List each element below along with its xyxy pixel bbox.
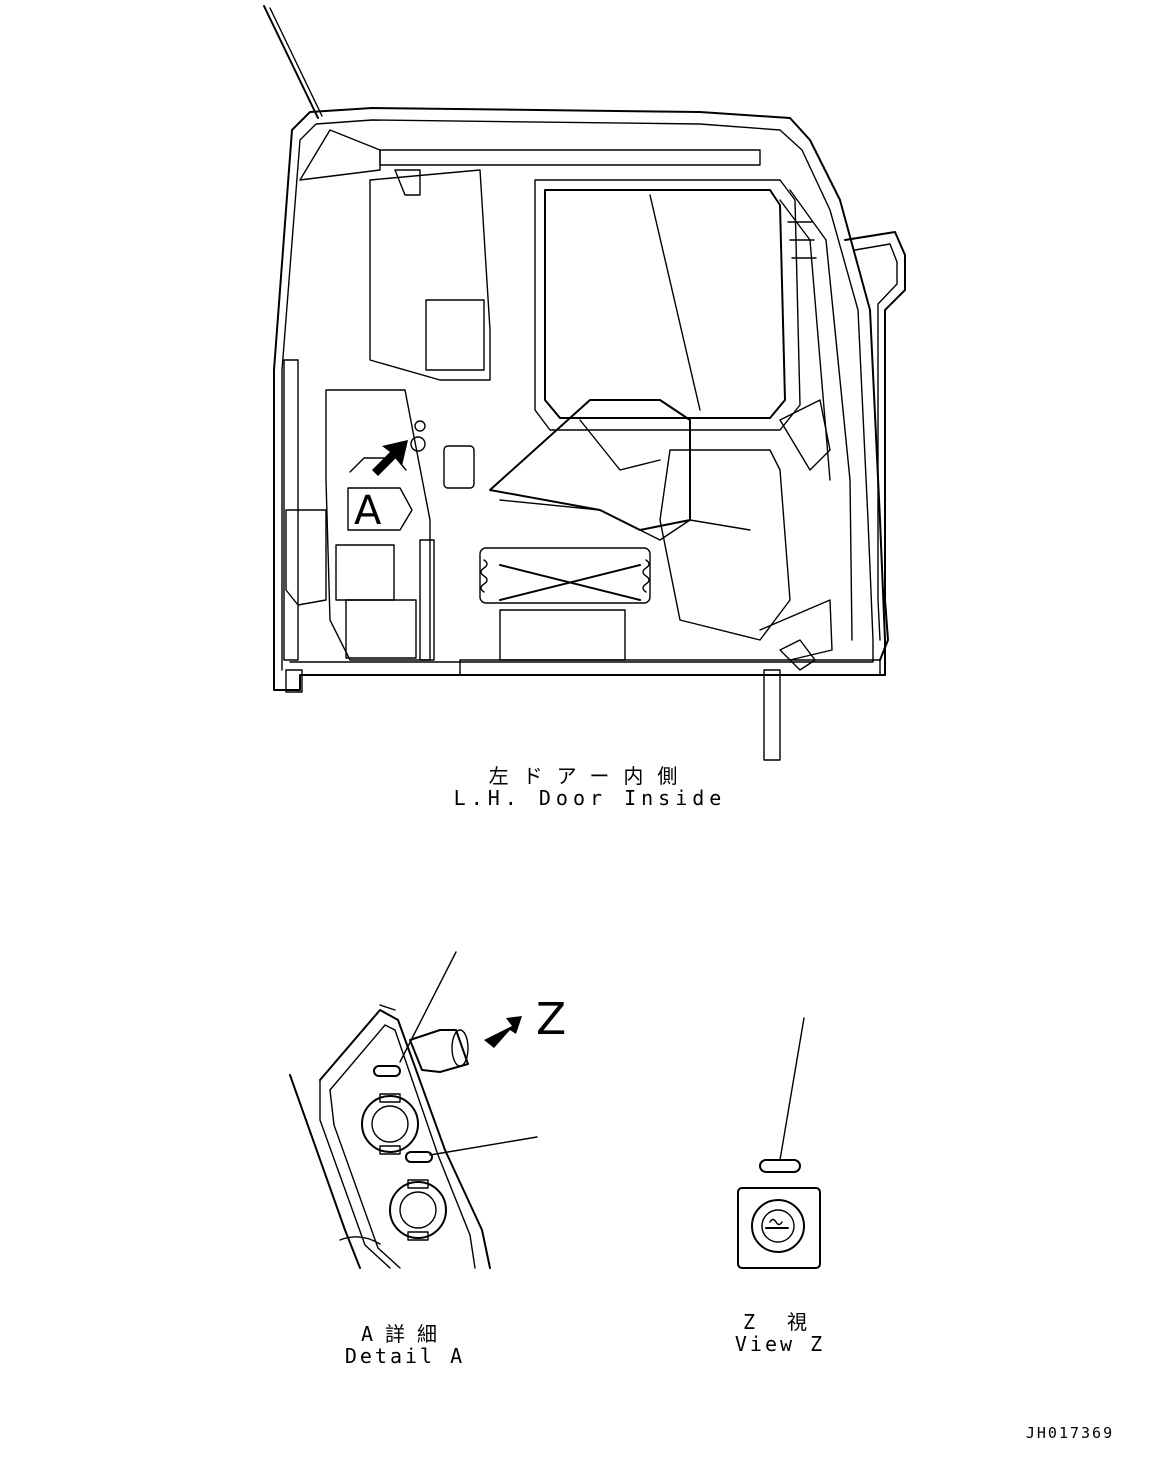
view-caption-en: View Z bbox=[734, 1332, 826, 1356]
label-slot-1 bbox=[373, 1065, 401, 1077]
callout-z-label: Z bbox=[536, 994, 566, 1045]
view-caption-jp: Z 視 bbox=[742, 1310, 818, 1334]
detail-caption-jp: A詳細 bbox=[360, 1322, 450, 1346]
antenna bbox=[263, 5, 319, 119]
label-slot-2 bbox=[405, 1151, 433, 1163]
arrow-z-icon bbox=[484, 1016, 522, 1048]
label-slot-z bbox=[759, 1159, 801, 1173]
rear-window bbox=[544, 189, 786, 419]
detail-caption-en: Detail A bbox=[344, 1344, 466, 1368]
drawing-id: JH017369 bbox=[1025, 1424, 1115, 1442]
operator-seat bbox=[489, 399, 691, 531]
socket-upper bbox=[361, 1093, 419, 1155]
view-z bbox=[737, 1017, 821, 1269]
main-caption-jp: 左ドアー内側 bbox=[488, 764, 692, 788]
detail-a-view bbox=[289, 951, 538, 1269]
callout-a-box bbox=[347, 487, 413, 531]
cab-inside-view bbox=[263, 5, 906, 761]
callout-a-label: A bbox=[354, 488, 382, 534]
lighter-icon bbox=[751, 1199, 805, 1253]
main-caption-en: L.H. Door Inside bbox=[453, 786, 727, 810]
socket-lower bbox=[389, 1179, 447, 1241]
